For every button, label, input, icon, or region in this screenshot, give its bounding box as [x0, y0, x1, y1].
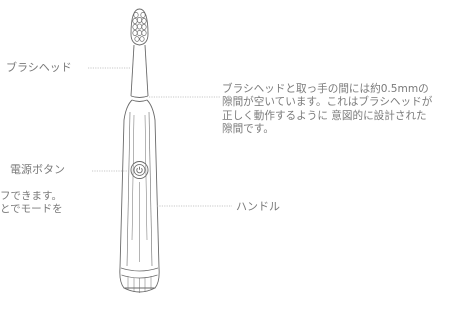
gap-note-line: ブラシヘッドと取っ手の間には約0.5mmの — [222, 83, 429, 95]
label-power-description: フできます。 とでモードを — [0, 190, 63, 216]
power-description-line: とでモードを — [0, 203, 63, 215]
brush-head-neck — [130, 44, 149, 102]
power-icon — [136, 166, 143, 174]
label-handle: ハンドル — [236, 200, 280, 213]
handle-body — [119, 99, 160, 293]
bristle-head — [130, 8, 149, 46]
gap-note-line: 正しく動作するように 意図的に設計された — [222, 109, 427, 122]
gap-note-line: 隙間です。 — [222, 123, 274, 136]
bristle-tufts — [132, 12, 147, 42]
label-power-button: 電源ボタン — [10, 163, 65, 176]
gap-note-line: 隙間が空いています。これはブラシヘッドが — [222, 96, 433, 109]
power-description-line: フできます。 — [0, 190, 62, 202]
label-gap-note: ブラシヘッドと取っ手の間には約0.5mmの 隙間が空いています。これはブラシヘッ… — [222, 83, 432, 137]
leader-lines — [88, 67, 232, 207]
label-brush-head: ブラシヘッド — [6, 61, 72, 74]
power-button[interactable] — [130, 161, 149, 179]
